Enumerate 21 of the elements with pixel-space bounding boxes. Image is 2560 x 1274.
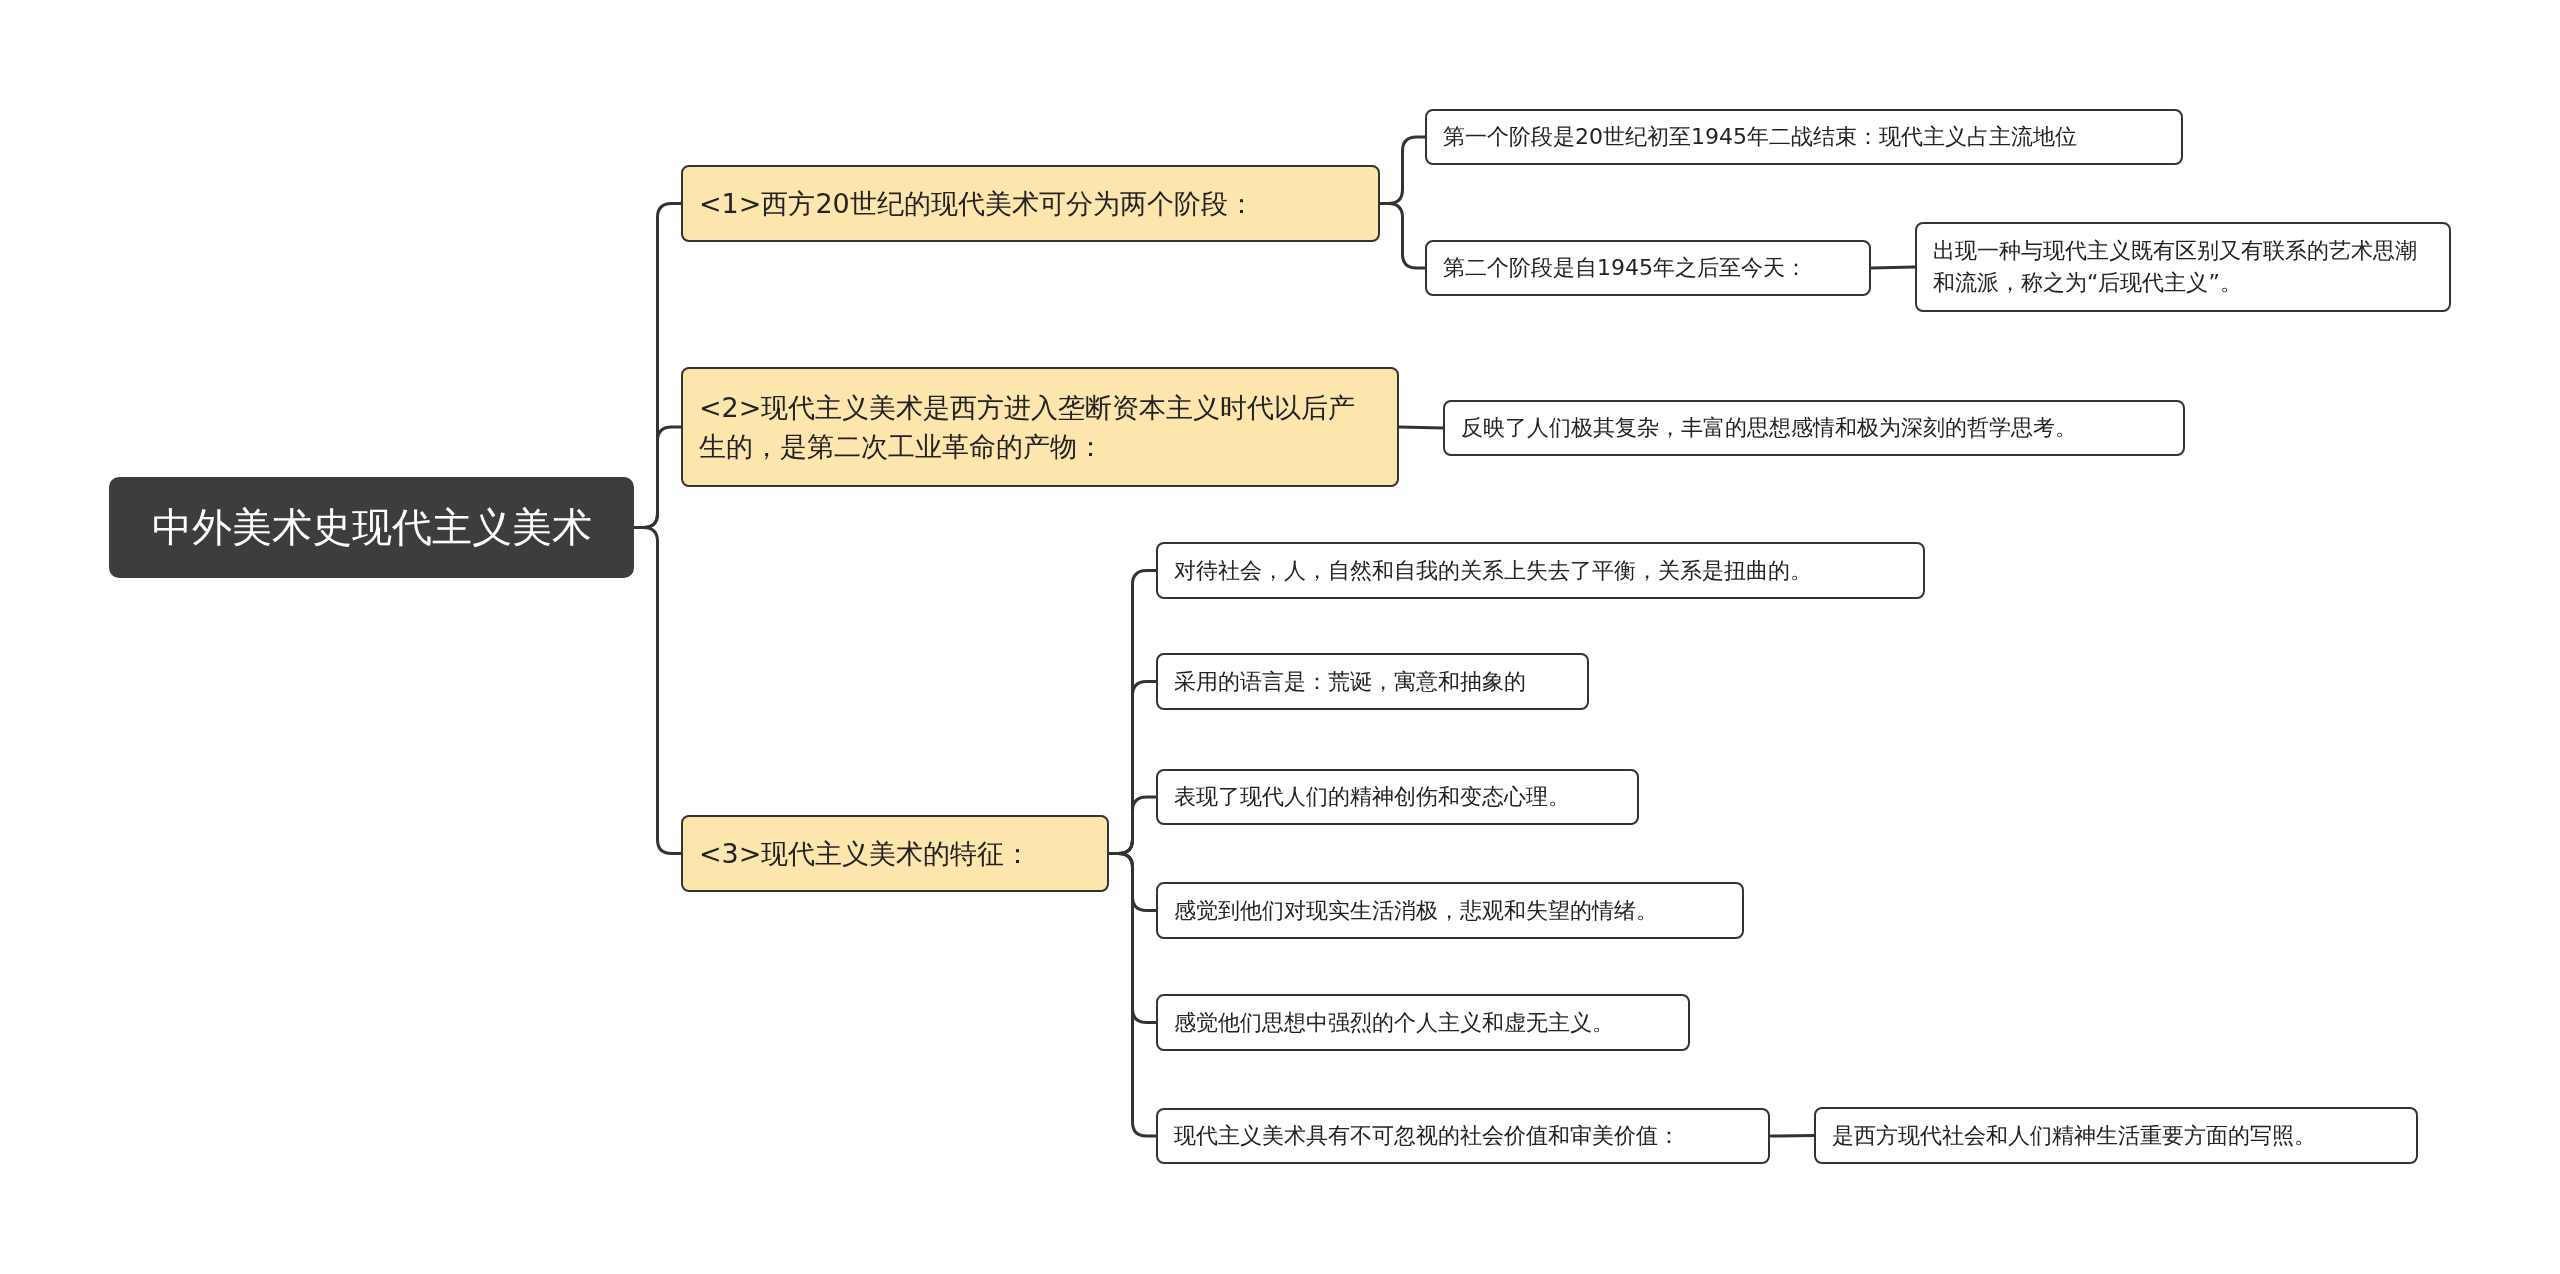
subtopic-box: 第二个阶段是自1945年之后至今天：: [1425, 240, 1871, 296]
connector-line: [1398, 425, 1444, 430]
connector-line: [1109, 852, 1156, 1138]
subtopic-box: 第一个阶段是20世纪初至1945年二战结束：现代主义占主流地位: [1425, 109, 2183, 165]
subtopic-box: 表现了现代人们的精神创伤和变态心理。: [1156, 769, 1639, 825]
subtopic-box: 采用的语言是：荒诞，寓意和抽象的: [1156, 653, 1589, 710]
branch-box: <1>西方20世纪的现代美术可分为两个阶段：: [681, 165, 1380, 242]
connector-line: [634, 526, 681, 855]
subtopic-box: 现代主义美术具有不可忽视的社会价值和审美价值：: [1156, 1108, 1770, 1164]
subtopic-box: 感觉他们思想中强烈的个人主义和虚无主义。: [1156, 994, 1690, 1051]
subtopic-box: 对待社会，人，自然和自我的关系上失去了平衡，关系是扭曲的。: [1156, 542, 1925, 599]
subtopic-box: 反映了人们极其复杂，丰富的思想感情和极为深刻的哲学思考。: [1443, 400, 2185, 456]
connector-line: [1770, 1134, 1814, 1138]
topic-box: 中外美术史现代主义美术: [109, 477, 634, 578]
subtopic-box: 出现一种与现代主义既有区别又有联系的艺术思潮和流派，称之为“后现代主义”。: [1915, 222, 2451, 312]
connector-line: [1870, 265, 1916, 270]
branch-box: <2>现代主义美术是西方进入垄断资本主义时代以后产生的，是第二次工业革命的产物：: [681, 367, 1399, 487]
connector-line: [1380, 202, 1425, 270]
subtopic-box: 是西方现代社会和人们精神生活重要方面的写照。: [1814, 1107, 2418, 1164]
subtopic-box: 感觉到他们对现实生活消极，悲观和失望的情绪。: [1156, 882, 1744, 939]
branch-box: <3>现代主义美术的特征：: [681, 815, 1109, 892]
